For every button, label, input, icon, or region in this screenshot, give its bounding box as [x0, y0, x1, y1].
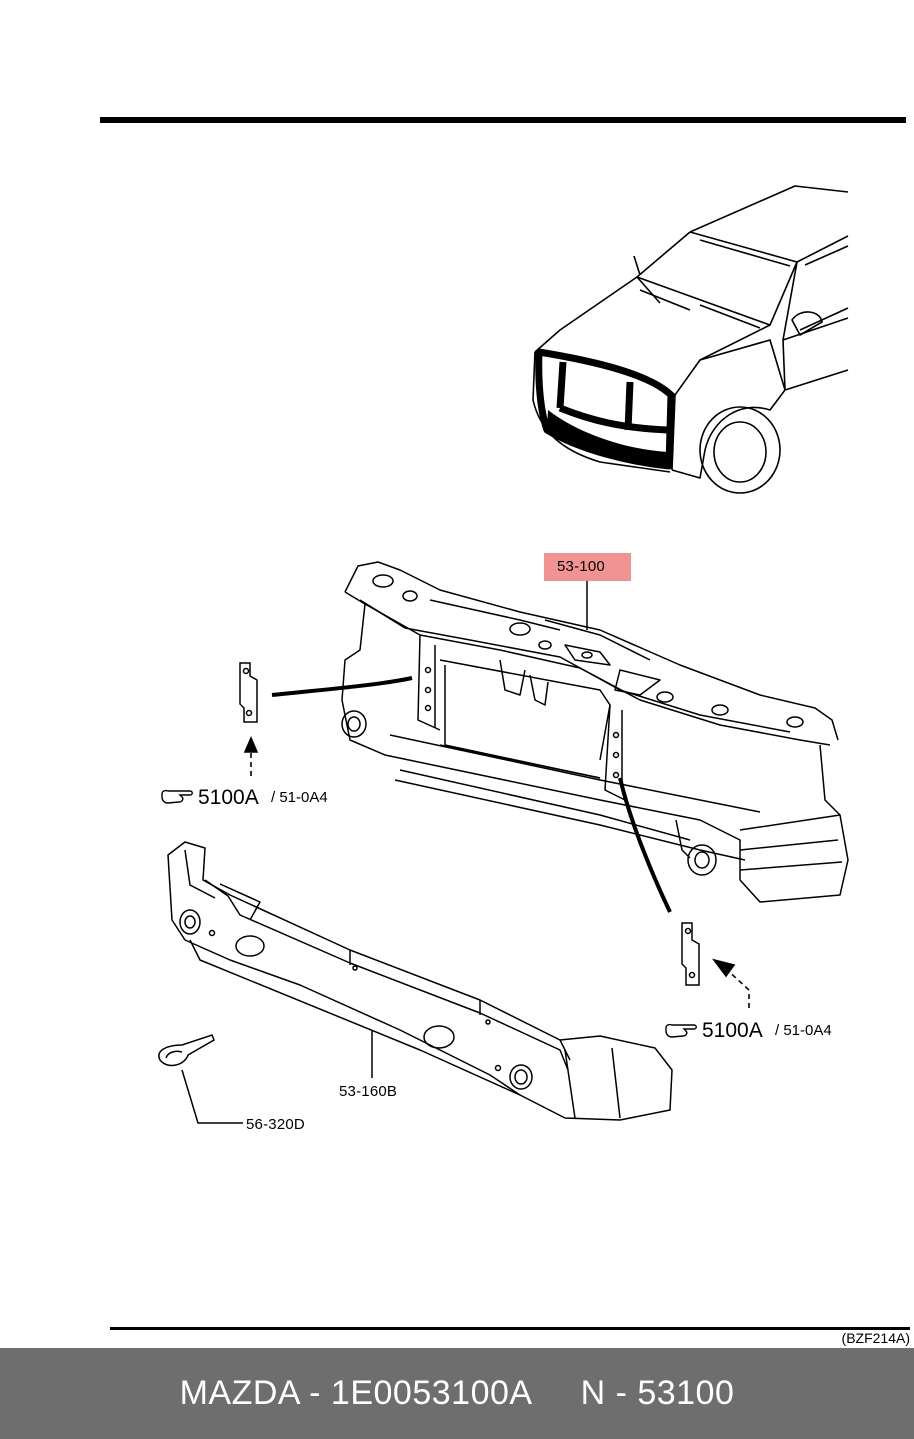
- top-rule: [100, 117, 906, 123]
- leader-left: [271, 676, 413, 697]
- callout-53-160b[interactable]: 53-160B: [339, 1083, 398, 1100]
- vehicle-grille-fill: [547, 410, 668, 466]
- radiator-support: [341, 561, 849, 903]
- footer-part-number: MAZDA - 1E0053100A: [179, 1374, 533, 1412]
- bracket-left: [239, 662, 258, 723]
- leader-right: [618, 777, 672, 913]
- clip-part: [158, 1034, 215, 1067]
- callout-53-100[interactable]: 53-100: [557, 558, 605, 575]
- leader-clip: [181, 1069, 243, 1124]
- footer-bar: MAZDA - 1E0053100A N - 53100: [0, 1348, 914, 1439]
- bottom-rule: [110, 1327, 910, 1330]
- footer-group-number: N - 53100: [580, 1374, 735, 1412]
- part-highlight: [544, 553, 631, 581]
- pointing-hand-icon: [161, 789, 193, 804]
- diagram-code: (BZF214A): [841, 1330, 910, 1346]
- ref-51-0a4-left[interactable]: / 51-0A4: [271, 789, 328, 806]
- ref-5100a-right[interactable]: 5100A: [702, 1019, 763, 1042]
- arrow-right: [712, 958, 750, 1008]
- bracket-right: [681, 922, 700, 986]
- callout-56-320d[interactable]: 56-320D: [246, 1116, 305, 1133]
- ref-5100a-left[interactable]: 5100A: [198, 786, 259, 809]
- lower-member: [167, 841, 673, 1121]
- pointing-hand-icon: [665, 1023, 697, 1038]
- ref-51-0a4-right[interactable]: / 51-0A4: [775, 1022, 832, 1039]
- parts-diagram: [100, 117, 910, 1330]
- arrow-left: [243, 735, 259, 776]
